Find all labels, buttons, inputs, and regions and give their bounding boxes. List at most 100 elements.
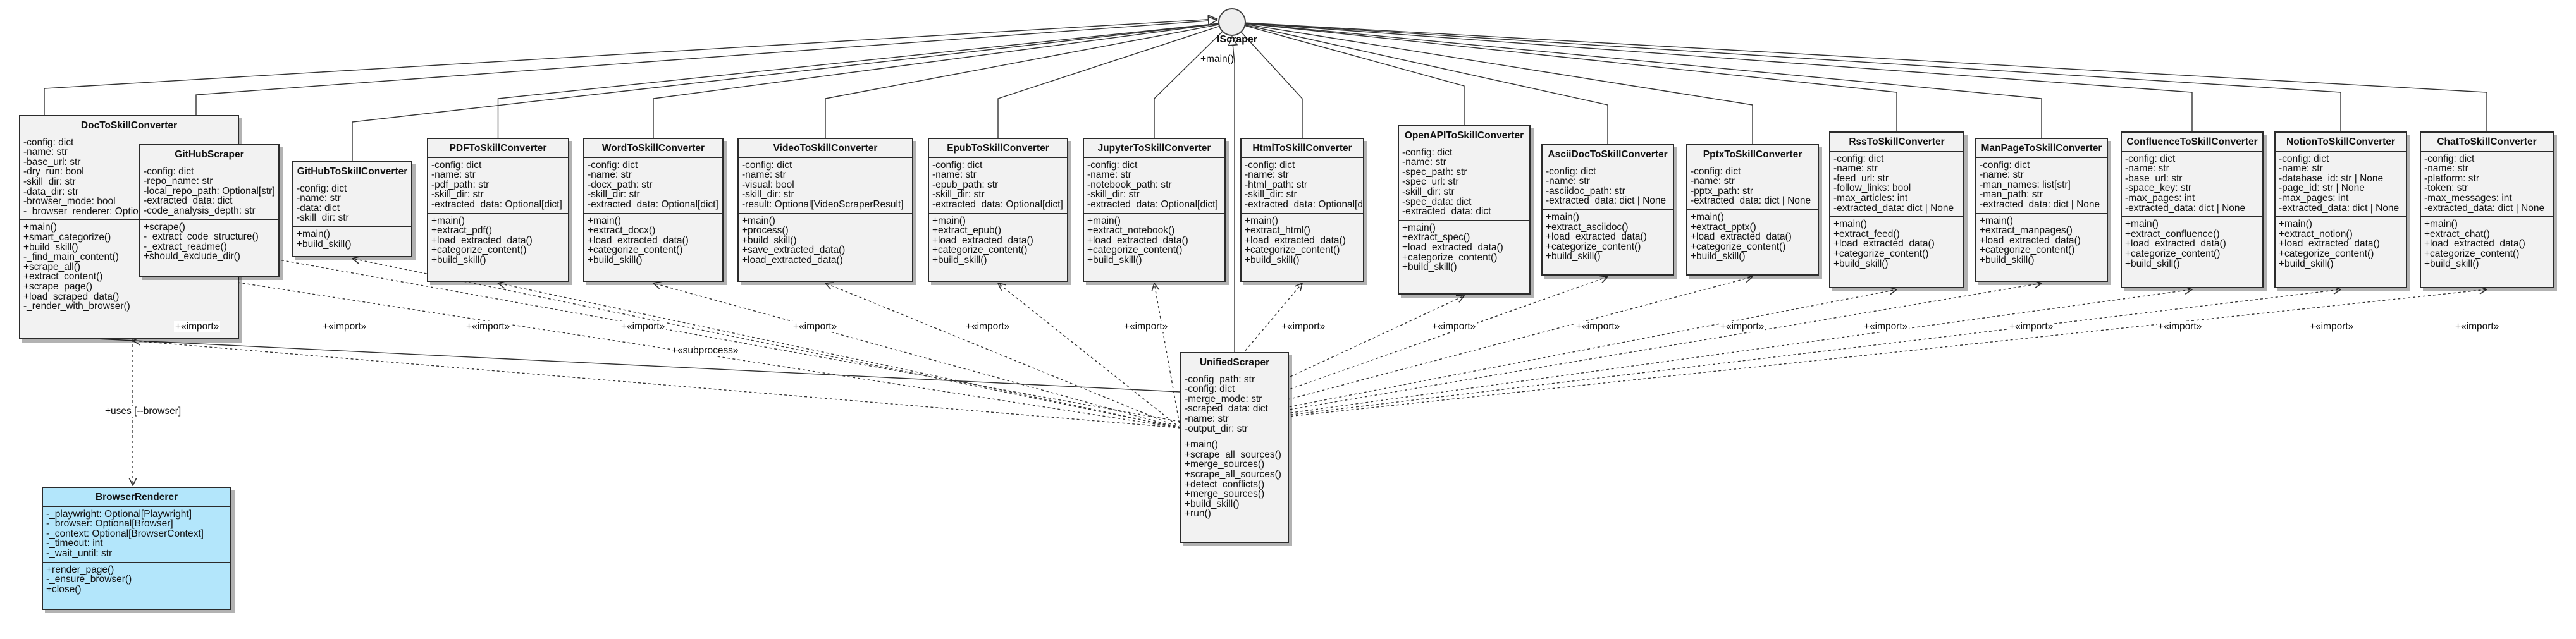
class-github-scraper[interactable]: GitHubScraper-config: dict-repo_name: st… [139, 144, 280, 277]
method-line: +main() [2279, 219, 2312, 230]
class-pdf-to-skill-converter[interactable]: PDFToSkillConverter-config: dict-name: s… [427, 138, 569, 282]
realization-ascii [1232, 22, 1608, 144]
attribute-line: -page_id: str | None [2279, 183, 2365, 194]
class-methods: +main()+scrape_all_sources()+merge_sourc… [1181, 437, 1288, 522]
realization-video [825, 22, 1232, 138]
attribute-line: -name: str [932, 169, 977, 181]
class-attributes: -config: dict-name: str-asciidoc_path: s… [1543, 164, 1673, 209]
attribute-line: -skill_dir: str [932, 189, 985, 200]
class-video-to-skill-converter[interactable]: VideoToSkillConverter-config: dict-name:… [737, 138, 913, 282]
class-name: GitHubScraper [140, 145, 278, 164]
dependency-man [1180, 283, 2042, 429]
label-import-pptx: +«import» [1719, 321, 1766, 332]
realization-pdf [497, 22, 1233, 138]
method-line: +main() [1402, 222, 1436, 233]
attribute-line: -name: str [1185, 413, 1229, 424]
class-notion-to-skill-converter[interactable]: NotionToSkillConverter-config: dict-name… [2274, 131, 2407, 288]
class-pptx-to-skill-converter[interactable]: PptxToSkillConverter-config: dict-name: … [1686, 144, 1819, 276]
class-github-to-skill-converter[interactable]: GitHubToSkillConverter-config: dict-name… [292, 161, 412, 257]
class-asciidoc-to-skill-converter[interactable]: AsciiDocToSkillConverter-config: dict-na… [1541, 144, 1674, 276]
method-line: -_ensure_browser() [46, 574, 132, 585]
class-methods: +scrape()-_extract_code_structure()-_ext… [140, 219, 278, 265]
class-attributes: -_playwright: Optional[Playwright]-_brow… [43, 507, 230, 562]
attribute-line: -name: str [1402, 157, 1446, 168]
class-name: EpubToSkillConverter [929, 139, 1067, 158]
attribute-line: -name: str [1546, 176, 1590, 187]
attribute-line: -extracted_data: dict | None [2424, 202, 2545, 214]
class-attributes: -config: dict-name: str-docx_path: str-s… [584, 158, 722, 213]
dependency-chat [1180, 289, 2487, 429]
dependency-gh [352, 259, 1181, 429]
realization-epub [997, 22, 1232, 138]
attribute-line: -config_path: str [1185, 374, 1255, 385]
method-line: +main() [1087, 215, 1121, 226]
attribute-line: -config: dict [1833, 153, 1884, 164]
class-unified-scraper[interactable]: UnifiedScraper-config_path: str-config: … [1180, 352, 1289, 543]
method-line: +load_extracted_data() [1245, 234, 1346, 246]
method-line: +main() [23, 222, 57, 233]
label-import-jupyter: +«import» [1123, 321, 1169, 332]
attribute-line: -name: str [1245, 169, 1289, 181]
method-line: +main() [588, 215, 621, 226]
class-epub-to-skill-converter[interactable]: EpubToSkillConverter-config: dict-name: … [928, 138, 1068, 282]
attribute-line: -config: dict [2279, 153, 2329, 164]
method-line: +build_skill() [1833, 258, 1889, 269]
method-line: +save_extracted_data() [742, 245, 846, 256]
attribute-line: -_playwright: Optional[Playwright] [46, 508, 192, 520]
attribute-line: -config: dict [1546, 166, 1596, 177]
realization-lines [18, 19, 2487, 393]
dependency-epub [998, 283, 1181, 429]
attribute-line: -browser_mode: bool [23, 196, 116, 207]
dependency-rss [1180, 289, 1897, 429]
method-line: +load_extracted_data() [1402, 241, 1503, 253]
method-line: +categorize_content() [1833, 248, 1929, 259]
method-line: +build_skill() [1402, 262, 1457, 273]
method-line: +build_skill() [431, 254, 486, 265]
method-line: +main() [1691, 211, 1724, 222]
class-openapi-to-skill-converter[interactable]: OpenAPIToSkillConverter-config: dict-nam… [1398, 125, 1531, 295]
class-name: WordToSkillConverter [584, 139, 722, 158]
attribute-line: -config: dict [742, 159, 792, 171]
method-line: +scrape() [144, 221, 185, 233]
realization-unified [1232, 37, 1235, 352]
attribute-line: -feed_url: str [1833, 173, 1889, 184]
class-confluence-to-skill-converter[interactable]: ConfluenceToSkillConverter-config: dict-… [2121, 131, 2264, 288]
method-line: +extract_notebook() [1087, 225, 1175, 236]
attribute-line: -name: str [742, 169, 786, 181]
class-methods: +main()+extract_manpages()+load_extracte… [1976, 212, 2107, 269]
attribute-line: -skill_dir: str [1402, 186, 1455, 197]
attribute-line: -config: dict [431, 159, 482, 171]
attribute-line: -code_analysis_depth: str [144, 205, 256, 216]
label-subprocess: +«subprocess» [670, 345, 740, 356]
attribute-line: -spec_data: dict [1402, 196, 1472, 207]
class-manpage-to-skill-converter[interactable]: ManPageToSkillConverter-config: dict-nam… [1975, 138, 2108, 282]
class-html-to-skill-converter[interactable]: HtmlToSkillConverter-config: dict-name: … [1240, 138, 1364, 282]
realization-gh [352, 22, 1232, 161]
attribute-line: -name: str [1691, 176, 1735, 187]
class-jupyter-to-skill-converter[interactable]: JupyterToSkillConverter-config: dict-nam… [1083, 138, 1226, 282]
iscraper-interface-circle[interactable] [1218, 8, 1246, 36]
method-line: +load_extracted_data() [588, 234, 689, 246]
method-line: +close() [46, 583, 82, 595]
attribute-line: -_timeout: int [46, 538, 103, 549]
class-methods: +main()+extract_chat()+load_extracted_da… [2421, 216, 2553, 272]
label-import-man: +«import» [2008, 321, 2055, 332]
class-methods: +main()+extract_docx()+load_extracted_da… [584, 212, 722, 269]
attribute-line: -skill_dir: str [1245, 189, 1297, 200]
method-line: +extract_feed() [1833, 228, 1900, 240]
label-import-rss: +«import» [1863, 321, 1909, 332]
class-browser-renderer[interactable]: BrowserRenderer-_playwright: Optional[Pl… [42, 487, 231, 610]
method-line: +build_skill() [297, 238, 352, 250]
class-chat-to-skill-converter[interactable]: ChatToSkillConverter-config: dict-name: … [2420, 131, 2554, 288]
class-rss-to-skill-converter[interactable]: RssToSkillConverter-config: dict-name: s… [1829, 131, 1964, 288]
method-line: +categorize_content() [1087, 245, 1183, 256]
method-line: +extract_spec() [1402, 232, 1470, 243]
class-name: HtmlToSkillConverter [1242, 139, 1363, 158]
attribute-line: -config: dict [1980, 159, 2030, 171]
attribute-line: -name: str [297, 193, 341, 204]
method-line: +scrape_all() [23, 261, 81, 272]
class-attributes: -config: dict-name: str-html_path: str-s… [1242, 158, 1363, 213]
attribute-line: -config: dict [1245, 159, 1295, 171]
class-word-to-skill-converter[interactable]: WordToSkillConverter-config: dict-name: … [583, 138, 724, 282]
association-doc-unified [18, 334, 1181, 393]
